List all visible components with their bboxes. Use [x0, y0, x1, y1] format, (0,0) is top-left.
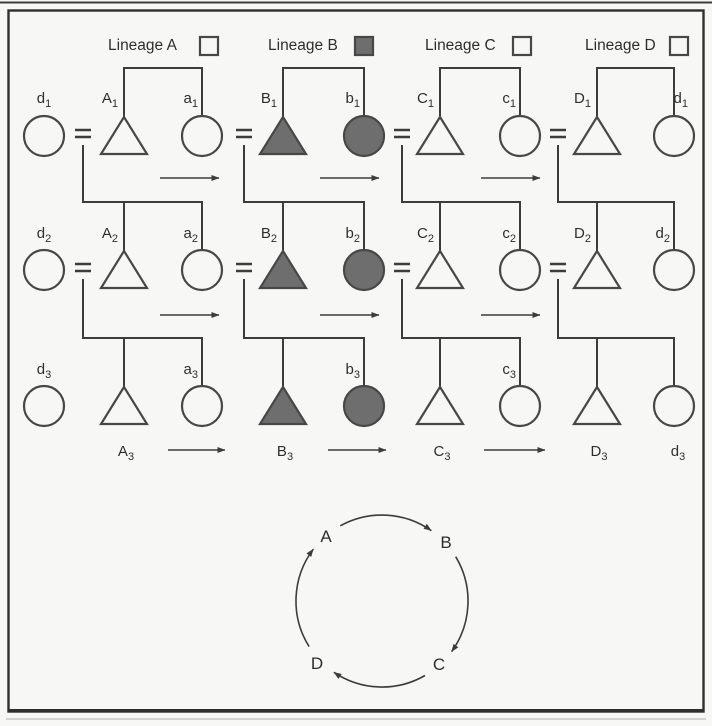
cycle-node-c: C	[433, 655, 445, 674]
lineage-c-gen2-descent	[401, 145, 521, 251]
female-b3-circle-filled	[342, 384, 386, 428]
legend-swatch-lineage-c	[511, 35, 533, 57]
label-d1-right: d1	[674, 90, 688, 110]
label-d1-left: d1	[37, 90, 51, 110]
male-D1-triangle	[572, 114, 622, 156]
cycle-arc-a-to-b	[339, 514, 432, 532]
label-D1: D1	[574, 90, 591, 110]
label-b1: b1	[346, 90, 360, 110]
legend-label-lineage-a: Lineage A	[108, 37, 178, 54]
label-b3: b3	[346, 361, 360, 381]
label-d2-left: d2	[37, 225, 51, 245]
legend-label-lineage-c: Lineage C	[425, 37, 496, 54]
cycle-arc-b-to-c	[450, 556, 469, 653]
female-d2-right-circle	[652, 248, 696, 292]
label-a1: a1	[184, 90, 198, 110]
marriage-equals-b2-C2	[394, 262, 410, 273]
lineage-a-gen3-descent	[82, 279, 203, 387]
male-A2-triangle	[99, 248, 149, 290]
female-a3-circle	[180, 384, 224, 428]
lineage-d-gen3-descent	[557, 279, 675, 387]
marriage-equals-c2-D2	[550, 262, 566, 273]
male-B2-triangle-filled	[258, 248, 308, 290]
label-B1: B1	[261, 90, 277, 110]
pedigree-shapes	[22, 114, 696, 428]
legend-swatch-lineage-d	[668, 35, 690, 57]
lineage-d-gen2-descent	[557, 145, 675, 251]
female-c2-circle	[498, 248, 542, 292]
legend-label-lineage-b: Lineage B	[268, 37, 338, 54]
female-a1-circle	[180, 114, 224, 158]
exchange-cycle-diagram: A B C D	[295, 514, 469, 688]
male-A1-triangle	[99, 114, 149, 156]
male-B1-triangle-filled	[258, 114, 308, 156]
border-box	[7, 9, 705, 713]
cycle-node-d: D	[311, 654, 323, 673]
male-C3-triangle	[415, 384, 465, 426]
label-c2: c2	[502, 225, 516, 245]
label-a2: a2	[184, 225, 198, 245]
label-a3: a3	[184, 361, 198, 381]
label-b2: b2	[346, 225, 360, 245]
male-D2-triangle	[572, 248, 622, 290]
male-B3-triangle-filled	[258, 384, 308, 426]
label-A3: A3	[118, 443, 134, 463]
female-d2-left-circle	[22, 248, 66, 292]
marriage-equals-a2-B2	[236, 262, 252, 273]
legend: Lineage A Lineage B Lineage C Lineage D	[108, 35, 690, 57]
label-B2: B2	[261, 225, 277, 245]
female-a2-circle	[180, 248, 224, 292]
label-D3: D3	[591, 443, 608, 463]
female-d3-right-circle	[652, 384, 696, 428]
label-D2: D2	[574, 225, 591, 245]
cycle-arc-d-to-a	[295, 548, 314, 648]
label-d3-right: d3	[671, 443, 685, 463]
female-d3-left-circle	[22, 384, 66, 428]
female-b1-circle-filled	[342, 114, 386, 158]
lineage-b-gen3-descent	[243, 279, 365, 387]
legend-swatch-lineage-a	[198, 35, 220, 57]
lineage-a-gen2-descent	[82, 145, 203, 251]
label-c1: c1	[502, 90, 516, 110]
female-b2-circle-filled	[342, 248, 386, 292]
pedigree-connectors	[75, 67, 675, 387]
lineage-b-gen2-descent	[243, 145, 365, 251]
female-c3-circle	[498, 384, 542, 428]
marriage-equals-c1-D1	[550, 128, 566, 139]
label-c3: c3	[502, 361, 516, 381]
male-C1-triangle	[415, 114, 465, 156]
label-d2-right: d2	[656, 225, 670, 245]
pedigree-labels: d1 A1 a1 B1 b1 C1 c1 D1 d1 d2 A2 a2 B2 b…	[37, 90, 688, 463]
legend-label-lineage-d: Lineage D	[585, 37, 656, 54]
lineage-a-gen1-sibling-bracket	[123, 67, 203, 117]
marriage-equals-a1-B1	[236, 128, 252, 139]
label-d3-left: d3	[37, 361, 51, 381]
female-c1-circle	[498, 114, 542, 158]
lineage-d-gen1-sibling-bracket	[596, 67, 675, 117]
female-d1-right-circle	[652, 114, 696, 158]
label-A2: A2	[102, 225, 118, 245]
lineage-c-gen1-sibling-bracket	[439, 67, 521, 117]
male-D3-triangle	[572, 384, 622, 426]
lineage-c-gen3-descent	[401, 279, 521, 387]
label-B3: B3	[277, 443, 293, 463]
marriage-equals-d1-A1	[75, 128, 91, 139]
lineage-b-gen1-sibling-bracket	[282, 67, 365, 117]
female-d1-left-circle	[22, 114, 66, 158]
exchange-arrows	[160, 175, 546, 453]
legend-swatch-lineage-b	[353, 35, 375, 57]
marriage-equals-d2-A2	[75, 262, 91, 273]
cycle-node-b: B	[440, 533, 451, 552]
label-C3: C3	[434, 443, 451, 463]
male-A3-triangle	[99, 384, 149, 426]
male-C2-triangle	[415, 248, 465, 290]
label-A1: A1	[102, 90, 118, 110]
cycle-node-a: A	[320, 527, 332, 546]
label-C2: C2	[417, 225, 434, 245]
label-C1: C1	[417, 90, 434, 110]
cycle-arc-c-to-d	[333, 671, 426, 688]
marriage-equals-b1-C1	[394, 128, 410, 139]
